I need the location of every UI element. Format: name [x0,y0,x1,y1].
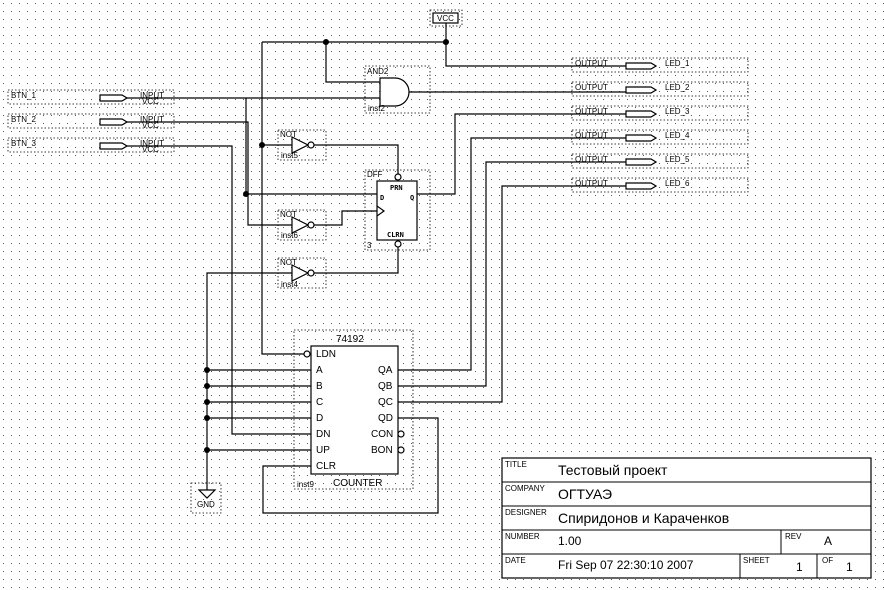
not2-inst: inst6 [281,231,298,240]
and2-inst: inst2 [368,104,385,113]
input-btn1-name: BTN_1 [11,91,36,100]
dff-q: Q [410,194,414,202]
output-led1-type: OUTPUT [575,59,608,68]
output-led3-name: LED_3 [665,107,690,116]
counter-pin-c: C [316,397,323,408]
input-btn1-type: INPUT [140,91,164,100]
output-led2-name: LED_2 [665,83,690,92]
counter-pin-up: UP [316,445,330,456]
of-value: 1 [846,560,853,574]
of-label: OF [822,556,833,565]
input-pin-btn2[interactable]: BTN_2 INPUT VCC [7,113,175,130]
date-value: Fri Sep 07 22:30:10 2007 [558,558,694,572]
counter-pin-ldn: LDN [316,349,336,360]
input-btn3-type: INPUT [140,139,164,148]
counter-part: 74192 [336,334,364,345]
output-led4-name: LED_4 [665,131,690,140]
output-pin-led6[interactable]: OUTPUT LED_6 [571,177,749,193]
counter-label: COUNTER [333,478,382,489]
counter-pin-b: B [316,381,323,392]
counter-pin-a: A [316,365,323,376]
rev-label: REV [785,532,802,541]
sheet-label: SHEET [743,556,770,565]
input-btn2-name: BTN_2 [11,115,36,124]
number-value: 1.00 [558,534,582,548]
sheet-value: 1 [796,560,803,574]
title-block: TITLE Тестовый проект COMPANY ОГТУАЭ DES… [501,457,872,579]
and2-gate[interactable]: AND2 inst2 [364,65,431,114]
input-btn2-type: INPUT [140,115,164,124]
output-pin-led4[interactable]: OUTPUT LED_4 [571,129,749,145]
output-pin-led5[interactable]: OUTPUT LED_5 [571,153,749,169]
number-label: NUMBER [505,532,540,541]
counter-pin-bon: BON [371,445,393,456]
and2-type: AND2 [367,67,389,76]
input-btn3-name: BTN_3 [11,139,36,148]
not2-type: NOT [280,210,297,219]
not1-inst: inst5 [281,151,298,160]
dff-clrn: CLRN [387,231,404,239]
not3-inst: inst4 [281,280,298,289]
counter-pin-qa: QA [378,365,393,376]
input-btn1-vcc: VCC [142,97,159,106]
title-value: Тестовый проект [558,462,668,478]
vcc-symbol[interactable]: VCC [429,9,463,42]
not3-type: NOT [280,258,297,267]
output-led6-type: OUTPUT [575,179,608,188]
dff-d: D [380,194,384,202]
counter-pin-d: D [316,413,323,424]
output-pin-led3[interactable]: OUTPUT LED_3 [571,105,749,121]
output-pin-led1[interactable]: OUTPUT LED_1 [571,57,749,73]
counter-pin-dn: DN [316,429,330,440]
counter-74192[interactable]: 74192 LDN A B C D DN UP CLR QA QB QC QD … [293,329,414,490]
designer-value: Спиридонов и Караченков [558,510,729,526]
counter-pin-qc: QC [378,397,393,408]
output-led5-type: OUTPUT [575,155,608,164]
input-pin-btn1[interactable]: BTN_1 INPUT VCC [7,89,380,106]
output-led4-type: OUTPUT [575,131,608,140]
counter-pin-clr: CLR [316,461,336,472]
gnd-label: GND [197,500,215,509]
dff-type: DFF [367,170,383,179]
company-value: ОГТУАЭ [558,486,612,502]
company-label: COMPANY [505,484,546,493]
counter-pin-qb: QB [378,381,393,392]
dff-prn: PRN [390,184,403,192]
title-label: TITLE [505,460,527,469]
designer-label: DESIGNER [505,508,547,517]
date-label: DATE [505,556,526,565]
output-led3-type: OUTPUT [575,107,608,116]
rev-value: A [824,534,832,548]
vcc-label: VCC [437,14,454,23]
counter-pin-con: CON [371,429,393,440]
counter-pin-qd: QD [378,413,393,424]
dff-block[interactable]: DFF PRN D Q CLRN 3 [364,169,431,251]
input-btn2-vcc: VCC [142,121,159,130]
dff-inst: 3 [367,241,372,250]
output-led1-name: LED_1 [665,59,690,68]
input-pin-btn3[interactable]: BTN_3 INPUT VCC [7,137,175,154]
input-btn3-vcc: VCC [142,145,159,154]
junctions [204,39,449,453]
output-led2-type: OUTPUT [575,83,608,92]
output-led6-name: LED_6 [665,179,690,188]
output-led5-name: LED_5 [665,155,690,164]
counter-inst: inst9 [297,480,314,489]
not1-type: NOT [280,130,297,139]
